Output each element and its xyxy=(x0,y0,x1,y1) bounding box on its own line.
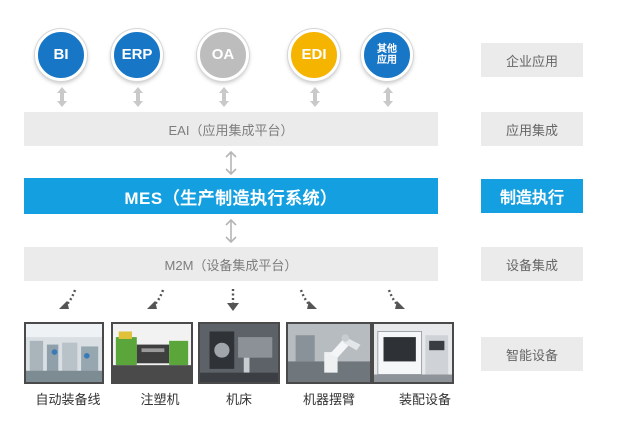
side-label-integration: 应用集成 xyxy=(481,112,583,146)
side-label-enterprise-text: 企业应用 xyxy=(505,53,558,69)
caption-robot-arm: 机器摆臂 xyxy=(302,392,355,407)
updown-arrow-icon xyxy=(383,87,393,107)
app-label-bi: BI xyxy=(53,46,69,64)
m2m-platform-bar: M2M（设备集成平台） xyxy=(24,247,438,281)
app-label-oa: OA xyxy=(211,46,235,64)
side-label-equipment-integration-text: 设备集成 xyxy=(505,257,558,273)
dotted-arrow-icon xyxy=(147,289,165,309)
caption-injection-molding: 注塑机 xyxy=(140,392,180,407)
side-label-equipment-integration: 设备集成 xyxy=(481,247,583,281)
side-label-execution: 制造执行 xyxy=(481,179,583,213)
caption-assembly-line: 自动装备线 xyxy=(35,392,101,407)
updown-arrow-icon xyxy=(57,87,67,107)
photo-machine-tool xyxy=(198,322,280,384)
dotted-arrow-icon xyxy=(227,289,239,311)
dotted-arrow-icon xyxy=(59,289,77,309)
side-label-enterprise: 企业应用 xyxy=(481,43,583,77)
updown-arrow-icon xyxy=(133,87,143,107)
double-arrow-icon xyxy=(225,150,237,176)
mes-system-label: MES（生产制造执行系统） xyxy=(124,188,338,208)
double-arrow-icon xyxy=(225,218,237,244)
side-label-integration-text: 应用集成 xyxy=(505,122,558,138)
app-label-erp: ERP xyxy=(121,46,153,64)
photo-assembly-line xyxy=(24,322,104,384)
photo-assembly-equipment xyxy=(372,322,454,384)
side-label-smart-equipment: 智能设备 xyxy=(481,337,583,371)
dotted-arrow-icon xyxy=(299,289,317,309)
m2m-platform-label: M2M（设备集成平台） xyxy=(164,257,298,273)
eai-platform-bar: EAI（应用集成平台） xyxy=(24,112,438,146)
mes-system-bar: MES（生产制造执行系统） xyxy=(24,178,438,214)
caption-machine-tool: 机床 xyxy=(225,392,252,407)
side-label-smart-equipment-text: 智能设备 xyxy=(505,347,558,363)
app-circle-edi: EDI xyxy=(288,29,340,81)
app-circle-other: 其他 应用 xyxy=(361,29,413,81)
side-label-execution-text: 制造执行 xyxy=(499,190,564,207)
app-circle-bi: BI xyxy=(35,29,87,81)
updown-arrow-icon xyxy=(219,87,229,107)
app-label-edi: EDI xyxy=(301,46,327,64)
app-circle-erp: ERP xyxy=(111,29,163,81)
photo-robot-arm xyxy=(286,322,372,384)
app-circle-oa: OA xyxy=(197,29,249,81)
caption-assembly-equipment: 装配设备 xyxy=(398,392,451,407)
updown-arrow-icon xyxy=(310,87,320,107)
dotted-arrow-icon xyxy=(387,289,405,309)
photo-injection-molding xyxy=(111,322,193,384)
app-label-other: 其他 应用 xyxy=(377,43,397,67)
eai-platform-label: EAI（应用集成平台） xyxy=(168,122,294,138)
